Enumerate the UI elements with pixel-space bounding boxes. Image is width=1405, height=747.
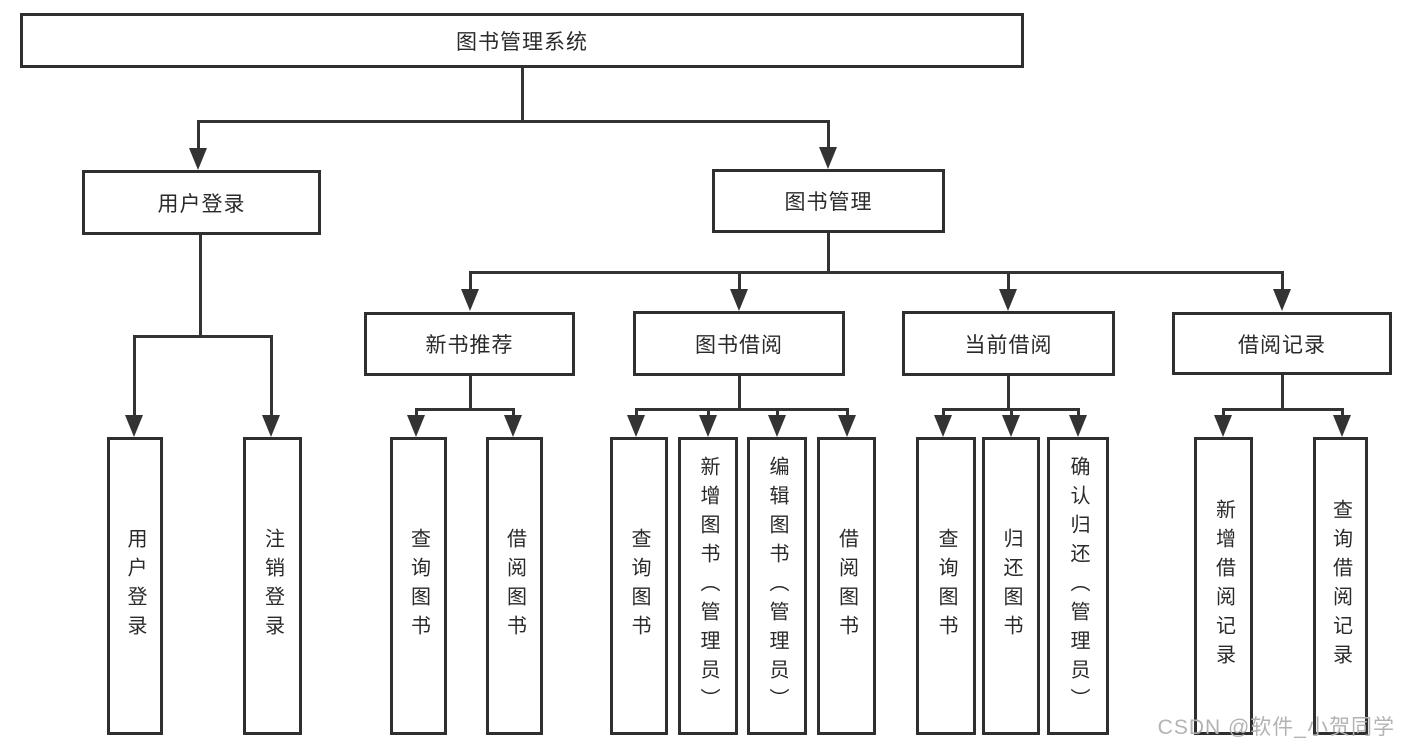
- connector-drop-book-management: [826, 120, 830, 149]
- arrowhead: [1002, 415, 1020, 437]
- connector-hline-level2: [196, 120, 830, 123]
- arrowhead-leaf-logout: [262, 415, 280, 437]
- connector-drop-new-book: [468, 271, 472, 291]
- node-user-login-label: 用户登录: [157, 192, 246, 216]
- arrowhead: [838, 415, 856, 437]
- connector-stem-borrow-records: [1280, 375, 1284, 411]
- connector-drop-borrow-records: [1280, 271, 1284, 291]
- arrowhead: [504, 415, 522, 437]
- node-book-management-label: 图书管理: [784, 191, 873, 214]
- connector-drop-current-borrow: [1006, 271, 1010, 291]
- connector-drop: [1076, 408, 1080, 417]
- connector-hline-level3: [468, 271, 1284, 274]
- arrowhead-book-borrow: [730, 289, 748, 311]
- leaf-label: 借阅图书: [503, 528, 526, 644]
- leaf-label: 注销登录: [261, 528, 284, 644]
- arrowhead-leaf-user-login: [125, 415, 143, 437]
- connector-drop: [511, 408, 515, 417]
- connector-drop: [414, 408, 418, 417]
- node-leaf-logout-login: 注销登录: [243, 437, 302, 735]
- leaf-label: 确认归还（管理员）: [1067, 455, 1089, 717]
- arrowhead: [627, 415, 645, 437]
- node-user-login: 用户登录: [82, 170, 321, 235]
- node-current-borrow-label: 当前借阅: [964, 333, 1053, 357]
- leaf-label: 新增借阅记录: [1212, 499, 1235, 673]
- connector-hline-user-login: [132, 335, 273, 338]
- arrowhead: [407, 415, 425, 437]
- connector-drop-book-borrow: [737, 271, 741, 291]
- arrowhead: [1333, 415, 1351, 437]
- node-book-borrow: 图书借阅: [633, 311, 845, 376]
- connector-drop: [775, 408, 779, 417]
- connector-drop: [1009, 408, 1013, 417]
- leaf-label: 查询借阅记录: [1329, 499, 1352, 673]
- arrowhead: [1069, 415, 1087, 437]
- leaf-label: 查询图书: [628, 528, 650, 644]
- node-leaf-add-borrow-record: 新增借阅记录: [1194, 437, 1253, 735]
- leaf-label: 新增图书（管理员）: [697, 455, 719, 717]
- connector-drop: [1340, 408, 1344, 417]
- node-leaf-return-books: 归还图书: [982, 437, 1040, 735]
- connector-drop-leaf-logout: [269, 335, 273, 417]
- connector-drop-user-login: [196, 120, 200, 150]
- connector-stem-book-management: [826, 233, 830, 274]
- node-leaf-confirm-return-admin: 确认归还（管理员）: [1047, 437, 1109, 735]
- arrowhead: [1214, 415, 1232, 437]
- node-root-label: 图书管理系统: [456, 30, 588, 54]
- node-leaf-query-books-recommend: 查询图书: [390, 437, 447, 735]
- connector-stem-book-borrow: [737, 376, 741, 411]
- csdn-watermark: CSDN @软件_小贺同学: [1157, 716, 1395, 739]
- node-book-borrow-label: 图书借阅: [695, 333, 783, 357]
- node-borrow-records: 借阅记录: [1172, 312, 1392, 375]
- node-leaf-borrow-books: 借阅图书: [817, 437, 876, 735]
- leaf-label: 查询图书: [935, 528, 957, 644]
- connector-drop-leaf-user-login: [132, 335, 136, 417]
- leaf-label: 用户登录: [124, 528, 146, 644]
- connector-hline-new-book: [414, 408, 515, 411]
- arrowhead-current-borrow: [999, 289, 1017, 311]
- node-current-borrow: 当前借阅: [902, 311, 1115, 376]
- connector-stem-user-login: [198, 235, 202, 338]
- arrowhead: [934, 415, 952, 437]
- node-book-management: 图书管理: [712, 169, 945, 233]
- connector-drop: [1221, 408, 1225, 417]
- arrowhead: [768, 415, 786, 437]
- leaf-label: 借阅图书: [835, 528, 858, 644]
- connector-drop: [941, 408, 945, 417]
- arrowhead-user-login: [189, 148, 207, 170]
- arrowhead-book-management: [819, 147, 837, 169]
- connector-stem-root: [520, 68, 524, 123]
- node-leaf-query-borrow-record: 查询借阅记录: [1313, 437, 1368, 735]
- node-leaf-add-books-admin: 新增图书（管理员）: [678, 437, 738, 735]
- node-leaf-user-login: 用户登录: [107, 437, 163, 735]
- connector-stem-new-book: [468, 376, 472, 411]
- leaf-label: 归还图书: [1000, 528, 1022, 644]
- node-new-book-recommend-label: 新书推荐: [425, 334, 514, 357]
- connector-hline-borrow-records: [1221, 408, 1344, 411]
- leaf-label: 编辑图书（管理员）: [766, 455, 788, 717]
- leaf-label: 查询图书: [407, 528, 430, 644]
- node-leaf-edit-books-admin: 编辑图书（管理员）: [747, 437, 807, 735]
- arrowhead-new-book: [461, 289, 479, 311]
- connector-stem-current-borrow: [1006, 376, 1010, 411]
- node-borrow-records-label: 借阅记录: [1238, 333, 1326, 357]
- connector-drop: [634, 408, 638, 417]
- arrowhead: [699, 415, 717, 437]
- node-leaf-borrow-books-recommend: 借阅图书: [486, 437, 543, 735]
- connector-drop: [706, 408, 710, 417]
- node-leaf-query-books-borrow: 查询图书: [610, 437, 668, 735]
- connector-hline-book-borrow: [634, 408, 849, 411]
- node-new-book-recommend: 新书推荐: [364, 312, 575, 376]
- arrowhead-borrow-records: [1273, 289, 1291, 311]
- connector-drop: [845, 408, 849, 417]
- node-leaf-query-books-current: 查询图书: [916, 437, 976, 735]
- node-root: 图书管理系统: [20, 13, 1024, 68]
